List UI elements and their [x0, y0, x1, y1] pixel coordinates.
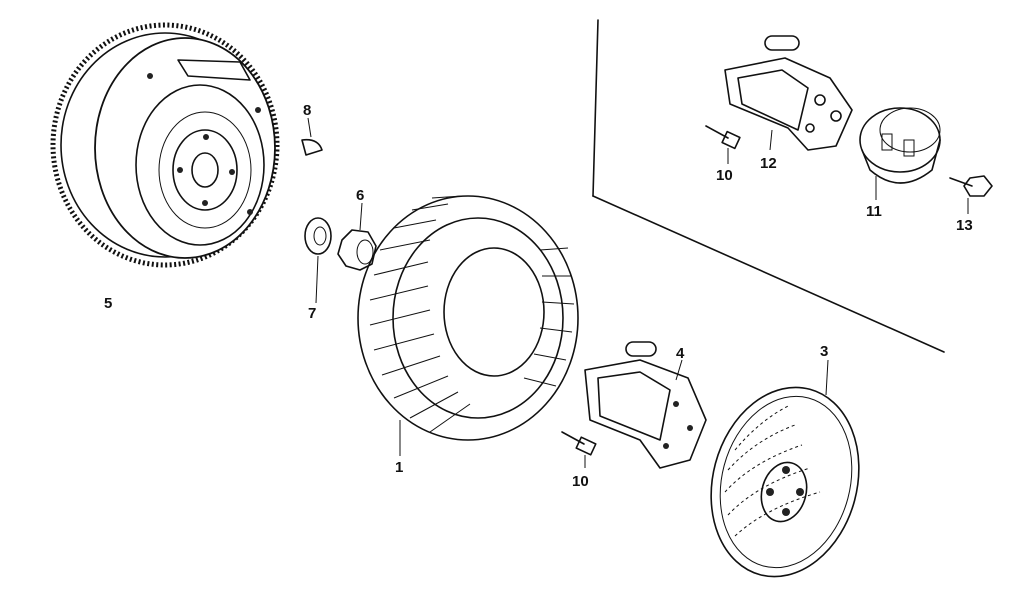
- woodruff-key-part: [301, 117, 323, 156]
- inset-border: [592, 19, 945, 353]
- callout-8: 8: [303, 102, 311, 119]
- bolt-a-part: [561, 431, 597, 468]
- cooling-fan-part: [357, 195, 579, 456]
- callout-4: 4: [676, 345, 685, 362]
- flywheel-part: [50, 22, 280, 268]
- starter-pulley-a-part: [584, 341, 707, 469]
- washer-part: [304, 217, 332, 304]
- callout-5: 5: [104, 295, 112, 312]
- callout-6: 6: [356, 187, 364, 204]
- flange-bolt-part: [949, 175, 993, 214]
- starter-pulley-b-part: [724, 35, 853, 151]
- nut-part: [337, 202, 377, 271]
- callout-12: 12: [760, 155, 777, 172]
- bolt-b-part: [705, 125, 741, 164]
- callout-11: 11: [866, 203, 882, 220]
- fan-cover-disc-part: [710, 359, 860, 578]
- callout-1: 1: [395, 459, 403, 476]
- callout-3: 3: [820, 343, 828, 360]
- callout-labels: 5 8 6 7 1 4 10 3 12 10 11 13: [104, 102, 973, 490]
- callout-10-main: 10: [572, 473, 589, 490]
- pulley-cup-part: [859, 107, 941, 200]
- callout-7: 7: [308, 305, 316, 322]
- callout-10-inset: 10: [716, 167, 733, 184]
- callout-13: 13: [956, 217, 973, 234]
